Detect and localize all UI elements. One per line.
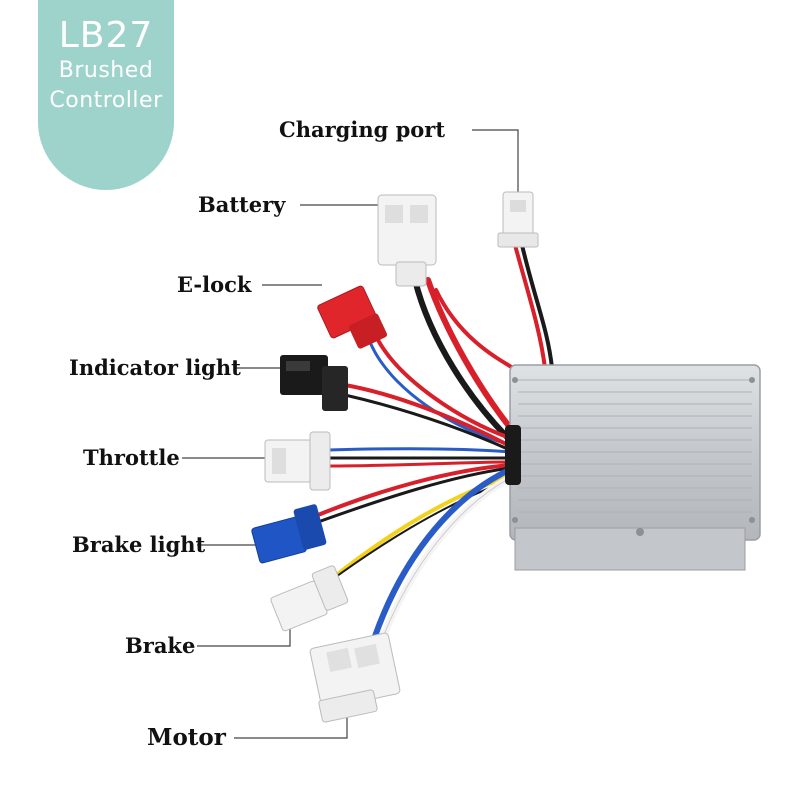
wire-brake-black [325, 481, 506, 585]
leader-charging-port [472, 129, 519, 195]
model-badge: LB27 Brushed Controller [38, 0, 174, 190]
wire-throttle-red [326, 460, 512, 468]
badge-line-1: Brushed [58, 58, 154, 83]
wire-brakelight-red [316, 463, 512, 517]
label-indicator-light: Indicator light [69, 355, 241, 380]
label-brake: Brake [125, 633, 196, 658]
label-battery: Battery [198, 192, 286, 217]
leader-lines [182, 129, 519, 739]
wire-charge-red [513, 243, 547, 370]
leader-brake [197, 625, 291, 647]
wire-motor-white-outline [379, 477, 511, 646]
wire-throttle-blue [326, 447, 512, 454]
label-brake-light: Brake light [72, 532, 206, 557]
connector-brake [270, 565, 349, 632]
wire-motor-blue [369, 469, 508, 648]
wire-battery-black [412, 277, 513, 443]
wire-brakelight-black [316, 466, 512, 524]
connector-indicator-light [280, 355, 348, 411]
wire-battery-red [425, 277, 515, 433]
wire-charge-black [520, 243, 554, 370]
badge-line-2: Controller [49, 88, 163, 113]
controller-housing [505, 364, 761, 571]
connector-throttle [264, 431, 331, 491]
leader-motor [234, 715, 348, 739]
label-e-lock: E-lock [177, 272, 252, 297]
wire-elock-blue [368, 340, 510, 446]
housing-fins [518, 379, 752, 513]
label-motor: Motor [147, 724, 226, 751]
wire-indicator-black [343, 393, 512, 452]
wire-indicator-red [343, 383, 512, 448]
label-charging-port: Charging port [279, 117, 446, 142]
connector-battery [377, 194, 437, 287]
connector-motor [309, 632, 401, 723]
wires [316, 243, 554, 649]
connector-brake-light [251, 504, 327, 564]
badge-model: LB27 [58, 15, 154, 56]
label-throttle: Throttle [83, 445, 180, 470]
connector-e-lock [317, 285, 388, 349]
wire-elock-red [376, 338, 512, 440]
connector-charging-port [497, 191, 539, 248]
